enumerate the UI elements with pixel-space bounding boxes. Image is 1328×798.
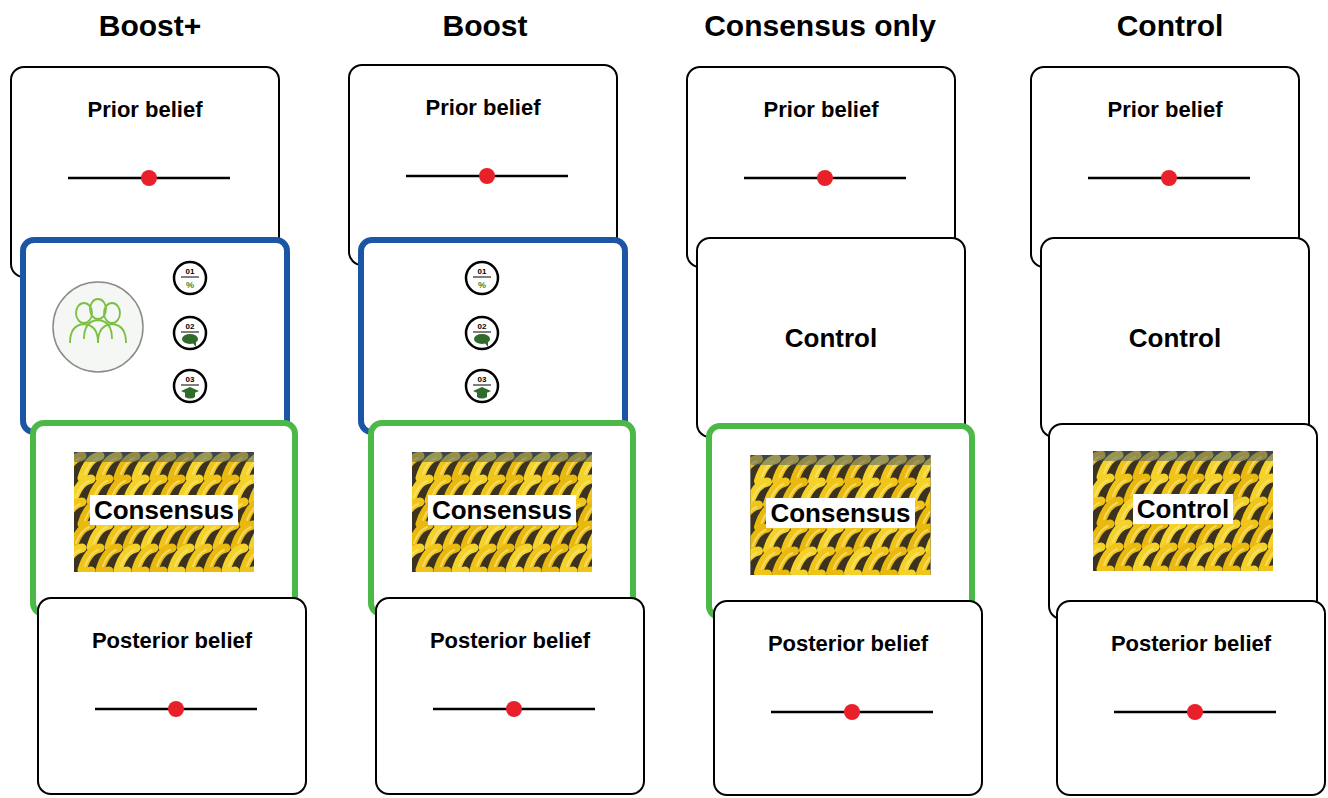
card-heading: Posterior belief [92,628,252,654]
belief-slider [1058,602,1324,794]
card-heading: Control [1129,323,1221,353]
belief-slider [715,602,981,794]
boost-icons [364,243,622,429]
control-card: Control [1040,237,1310,438]
consensus-card: Consensus [706,423,975,620]
image-caption: Consensus [428,495,576,525]
belief-card: Posterior belief [713,600,983,796]
column-title: Control [1117,9,1224,43]
card-heading: Posterior belief [768,631,928,657]
belief-card: Posterior belief [37,597,307,795]
column-title: Boost [443,9,528,43]
boost-card: 01 02 03% [20,237,290,435]
belief-card: Posterior belief [1056,600,1326,796]
belief-card: Prior belief [348,64,618,266]
belief-card: Posterior belief [375,597,645,795]
column-title: Consensus only [704,9,936,43]
card-heading: Posterior belief [1111,631,1271,657]
consensus-card: Control [1048,423,1318,620]
percent-symbol: % [478,280,486,290]
card-heading: Posterior belief [430,628,590,654]
callout-number: 03 [478,375,487,384]
card-heading: Control [785,323,877,353]
card-heading: Prior belief [426,95,541,121]
percent-symbol: % [186,280,194,290]
callout-number: 01 [478,267,487,276]
image-caption: Consensus [766,498,914,528]
column-title: Boost+ [99,9,202,43]
callout-number: 01 [186,267,195,276]
card-heading: Prior belief [764,97,879,123]
card-heading: Prior belief [88,97,203,123]
callout-number: 02 [478,322,487,331]
image-caption: Consensus [90,495,238,525]
boost-card: 01 02 03% [358,237,628,435]
callout-number: 03 [186,375,195,384]
consensus-card: Consensus [368,420,636,617]
card-heading: Prior belief [1108,97,1223,123]
consensus-card: Consensus [30,420,298,617]
callout-number: 02 [186,322,195,331]
image-caption: Control [1133,494,1233,524]
control-card: Control [696,237,966,438]
boost-icons [26,243,284,429]
